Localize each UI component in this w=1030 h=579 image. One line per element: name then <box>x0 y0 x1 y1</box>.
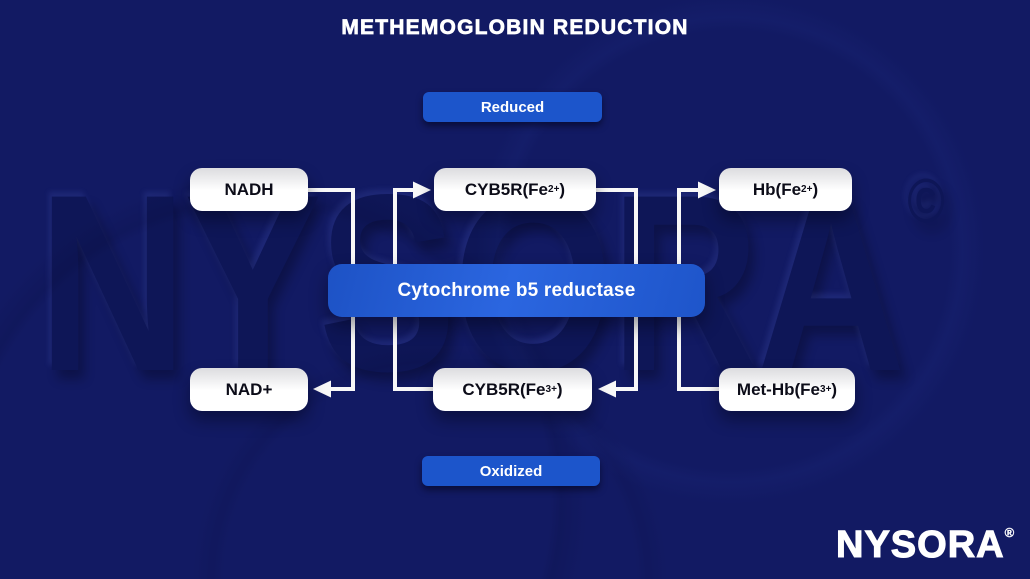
node-nad: NAD+ <box>190 368 308 411</box>
nysora-logo-text: NYSORA <box>835 523 1005 566</box>
node-label: NADH <box>224 179 274 199</box>
node-nadh: NADH <box>190 168 308 211</box>
oxidized-state-badge: Oxidized <box>422 456 600 486</box>
node-label: Met-Hb(Fe <box>736 379 821 399</box>
copyright-icon: © <box>907 167 945 236</box>
enzyme-banner: Cytochrome b5 reductase <box>328 264 705 317</box>
node-label: CYB5R(Fe <box>462 379 546 399</box>
page-title: METHEMOGLOBIN REDUCTION <box>341 16 689 40</box>
node-label: NAD+ <box>225 379 273 399</box>
node-label: ) <box>831 379 838 399</box>
node-label: ) <box>812 179 819 199</box>
node-label: ) <box>556 379 563 399</box>
nysora-logo: NYSORA® <box>835 523 1016 567</box>
registered-mark-icon: ® <box>1004 525 1016 540</box>
node-label: ) <box>559 179 566 199</box>
reduced-state-badge: Reduced <box>423 92 602 122</box>
node-label: CYB5R(Fe <box>464 179 549 199</box>
node-label: Hb(Fe <box>752 179 802 199</box>
